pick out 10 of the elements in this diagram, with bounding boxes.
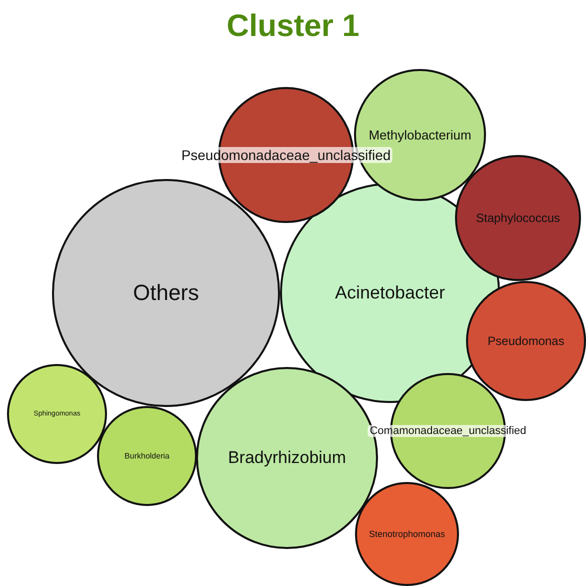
chart-title: Cluster 1 [226, 8, 360, 44]
bubble-label: Stenotrophomonas [368, 529, 446, 539]
bubble-label: Methylobacterium [368, 128, 472, 142]
bubble-label: Burkholderia [124, 452, 170, 460]
bubble-label: Staphylococcus [476, 211, 560, 225]
bubble-label: Comamonadaceae_unclassified [368, 425, 528, 437]
bubble-label: Others [132, 280, 200, 306]
bubble-label: Acinetobacter [334, 282, 446, 304]
bubble-label: Bradyrhizobium [228, 448, 346, 468]
bubble-label: Pseudomonas [488, 334, 564, 348]
